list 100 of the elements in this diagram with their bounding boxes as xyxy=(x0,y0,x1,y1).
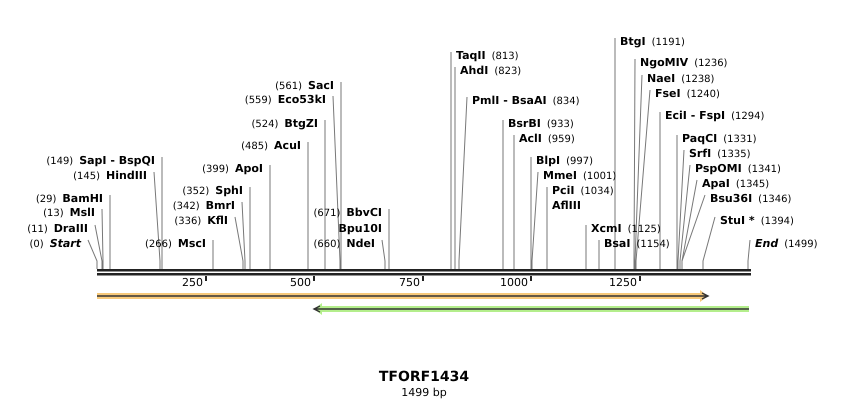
site-position: (834) xyxy=(552,95,580,108)
enzyme-name: AhdI xyxy=(460,64,488,77)
enzyme-name: MslI xyxy=(70,206,95,219)
site-position: (342) xyxy=(172,200,200,213)
site-position: (1001) xyxy=(582,170,616,183)
enzyme-name: TaqII xyxy=(456,49,486,62)
enzyme-name: AcuI xyxy=(274,139,301,152)
enzyme-name: BamHI xyxy=(62,192,103,205)
site-position: (1394) xyxy=(760,215,794,228)
enzyme-name: NgoMIV xyxy=(640,56,688,69)
leader-line xyxy=(340,82,342,270)
site-position: (1034) xyxy=(580,185,614,198)
enzyme-name: NaeI xyxy=(647,72,676,85)
tick-label: 1000 xyxy=(500,276,528,289)
enzyme-name: BtgZI xyxy=(284,117,318,130)
leader-line xyxy=(636,90,650,270)
enzyme-name: ApoI xyxy=(234,162,263,175)
site-position: (352) xyxy=(182,185,210,198)
leader-line xyxy=(88,240,98,270)
leader-line xyxy=(382,240,386,270)
site-position: (997) xyxy=(566,155,594,168)
enzyme-name: NdeI xyxy=(346,237,375,250)
site-position: (13) xyxy=(43,207,64,220)
enzyme-name: Bpu10I xyxy=(338,222,382,235)
site-position: (1294) xyxy=(731,110,764,123)
leader-line xyxy=(454,66,456,270)
enzyme-name: MmeI xyxy=(543,169,577,182)
enzyme-name: PaqCI xyxy=(682,132,718,145)
enzyme-name: Bsu36I xyxy=(710,192,752,205)
site-position: (813) xyxy=(492,50,518,63)
enzyme-name: BtgI xyxy=(620,35,646,48)
leader-line xyxy=(332,96,340,270)
enzyme-name: BsaI xyxy=(604,237,630,250)
enzyme-name: Eco53kI xyxy=(278,93,326,106)
enzyme-name: SphI xyxy=(215,184,243,197)
enzyme-name: ApaI xyxy=(702,177,730,190)
site-position: (485) xyxy=(241,140,268,153)
caption: 1499 bp xyxy=(401,386,447,399)
leader-line xyxy=(388,208,390,270)
leader-line xyxy=(94,224,102,270)
enzyme-name: AflIII xyxy=(552,199,581,212)
site-position: (1154) xyxy=(636,238,670,251)
enzyme-name: BlpI xyxy=(536,154,560,167)
leader-line xyxy=(242,202,246,270)
enzyme-name: StuI * xyxy=(720,214,755,227)
leader-line xyxy=(324,120,326,270)
site-position: (1331) xyxy=(723,133,756,146)
site-position: (11) xyxy=(27,223,48,236)
site-position: (29) xyxy=(36,193,56,206)
enzyme-name: EciI - FspI xyxy=(665,109,726,122)
end-marker-label: End xyxy=(755,237,778,250)
site-position: (524) xyxy=(252,118,278,131)
leader-line xyxy=(546,202,548,270)
site-position: (933) xyxy=(546,118,574,131)
leader-line xyxy=(102,208,104,270)
leader-line xyxy=(532,172,538,270)
leader-line xyxy=(598,240,600,270)
site-position: (660) xyxy=(313,238,340,251)
enzyme-name: FseI xyxy=(655,87,681,100)
enzyme-name: BmrI xyxy=(206,199,235,212)
enzyme-name: SapI - BspQI xyxy=(79,154,155,167)
leader-line xyxy=(680,164,690,270)
site-position: (149) xyxy=(46,155,74,168)
site-position: (823) xyxy=(494,65,522,78)
site-position: (145) xyxy=(73,170,100,183)
leader-line xyxy=(614,38,616,270)
site-position: (1191) xyxy=(652,36,685,49)
site-position: (1125) xyxy=(628,223,661,236)
site-position: (1341) xyxy=(748,163,781,176)
site-position: (399) xyxy=(202,163,229,176)
enzyme-name: PspOMI xyxy=(695,162,742,175)
enzyme-name: PmlI - BsaAI xyxy=(472,94,547,107)
site-position: (959) xyxy=(548,133,575,146)
tick-label: 1250 xyxy=(609,276,637,289)
end-marker-label: Start xyxy=(50,237,81,250)
site-position: (0) xyxy=(30,238,44,251)
site-position: (266) xyxy=(145,238,172,251)
leader-line xyxy=(678,150,684,270)
leader-line xyxy=(702,216,716,270)
enzyme-name: PciI xyxy=(552,184,574,197)
enzyme-name: DraIII xyxy=(54,222,88,235)
site-position: (1240) xyxy=(686,88,720,101)
site-position: (559) xyxy=(244,94,272,107)
leader-line xyxy=(154,172,160,270)
leader-line xyxy=(234,216,244,270)
site-position: (1346) xyxy=(758,193,792,206)
tick-label: 250 xyxy=(182,276,203,289)
leader-line xyxy=(458,96,468,270)
site-position: (671) xyxy=(314,207,340,220)
site-position: (1345) xyxy=(736,178,770,191)
enzyme-name: XcmI xyxy=(591,222,622,235)
site-position: (1236) xyxy=(694,57,728,70)
enzyme-name: SacI xyxy=(308,79,334,92)
enzyme-name: MscI xyxy=(178,237,206,250)
enzyme-name: HindIII xyxy=(106,169,147,182)
enzyme-name: BsrBI xyxy=(508,117,541,130)
leader-line xyxy=(530,156,532,270)
title: TFORF1434 xyxy=(378,369,470,385)
enzyme-name: SrfI xyxy=(689,147,712,160)
enzyme-name: KflI xyxy=(207,214,228,227)
